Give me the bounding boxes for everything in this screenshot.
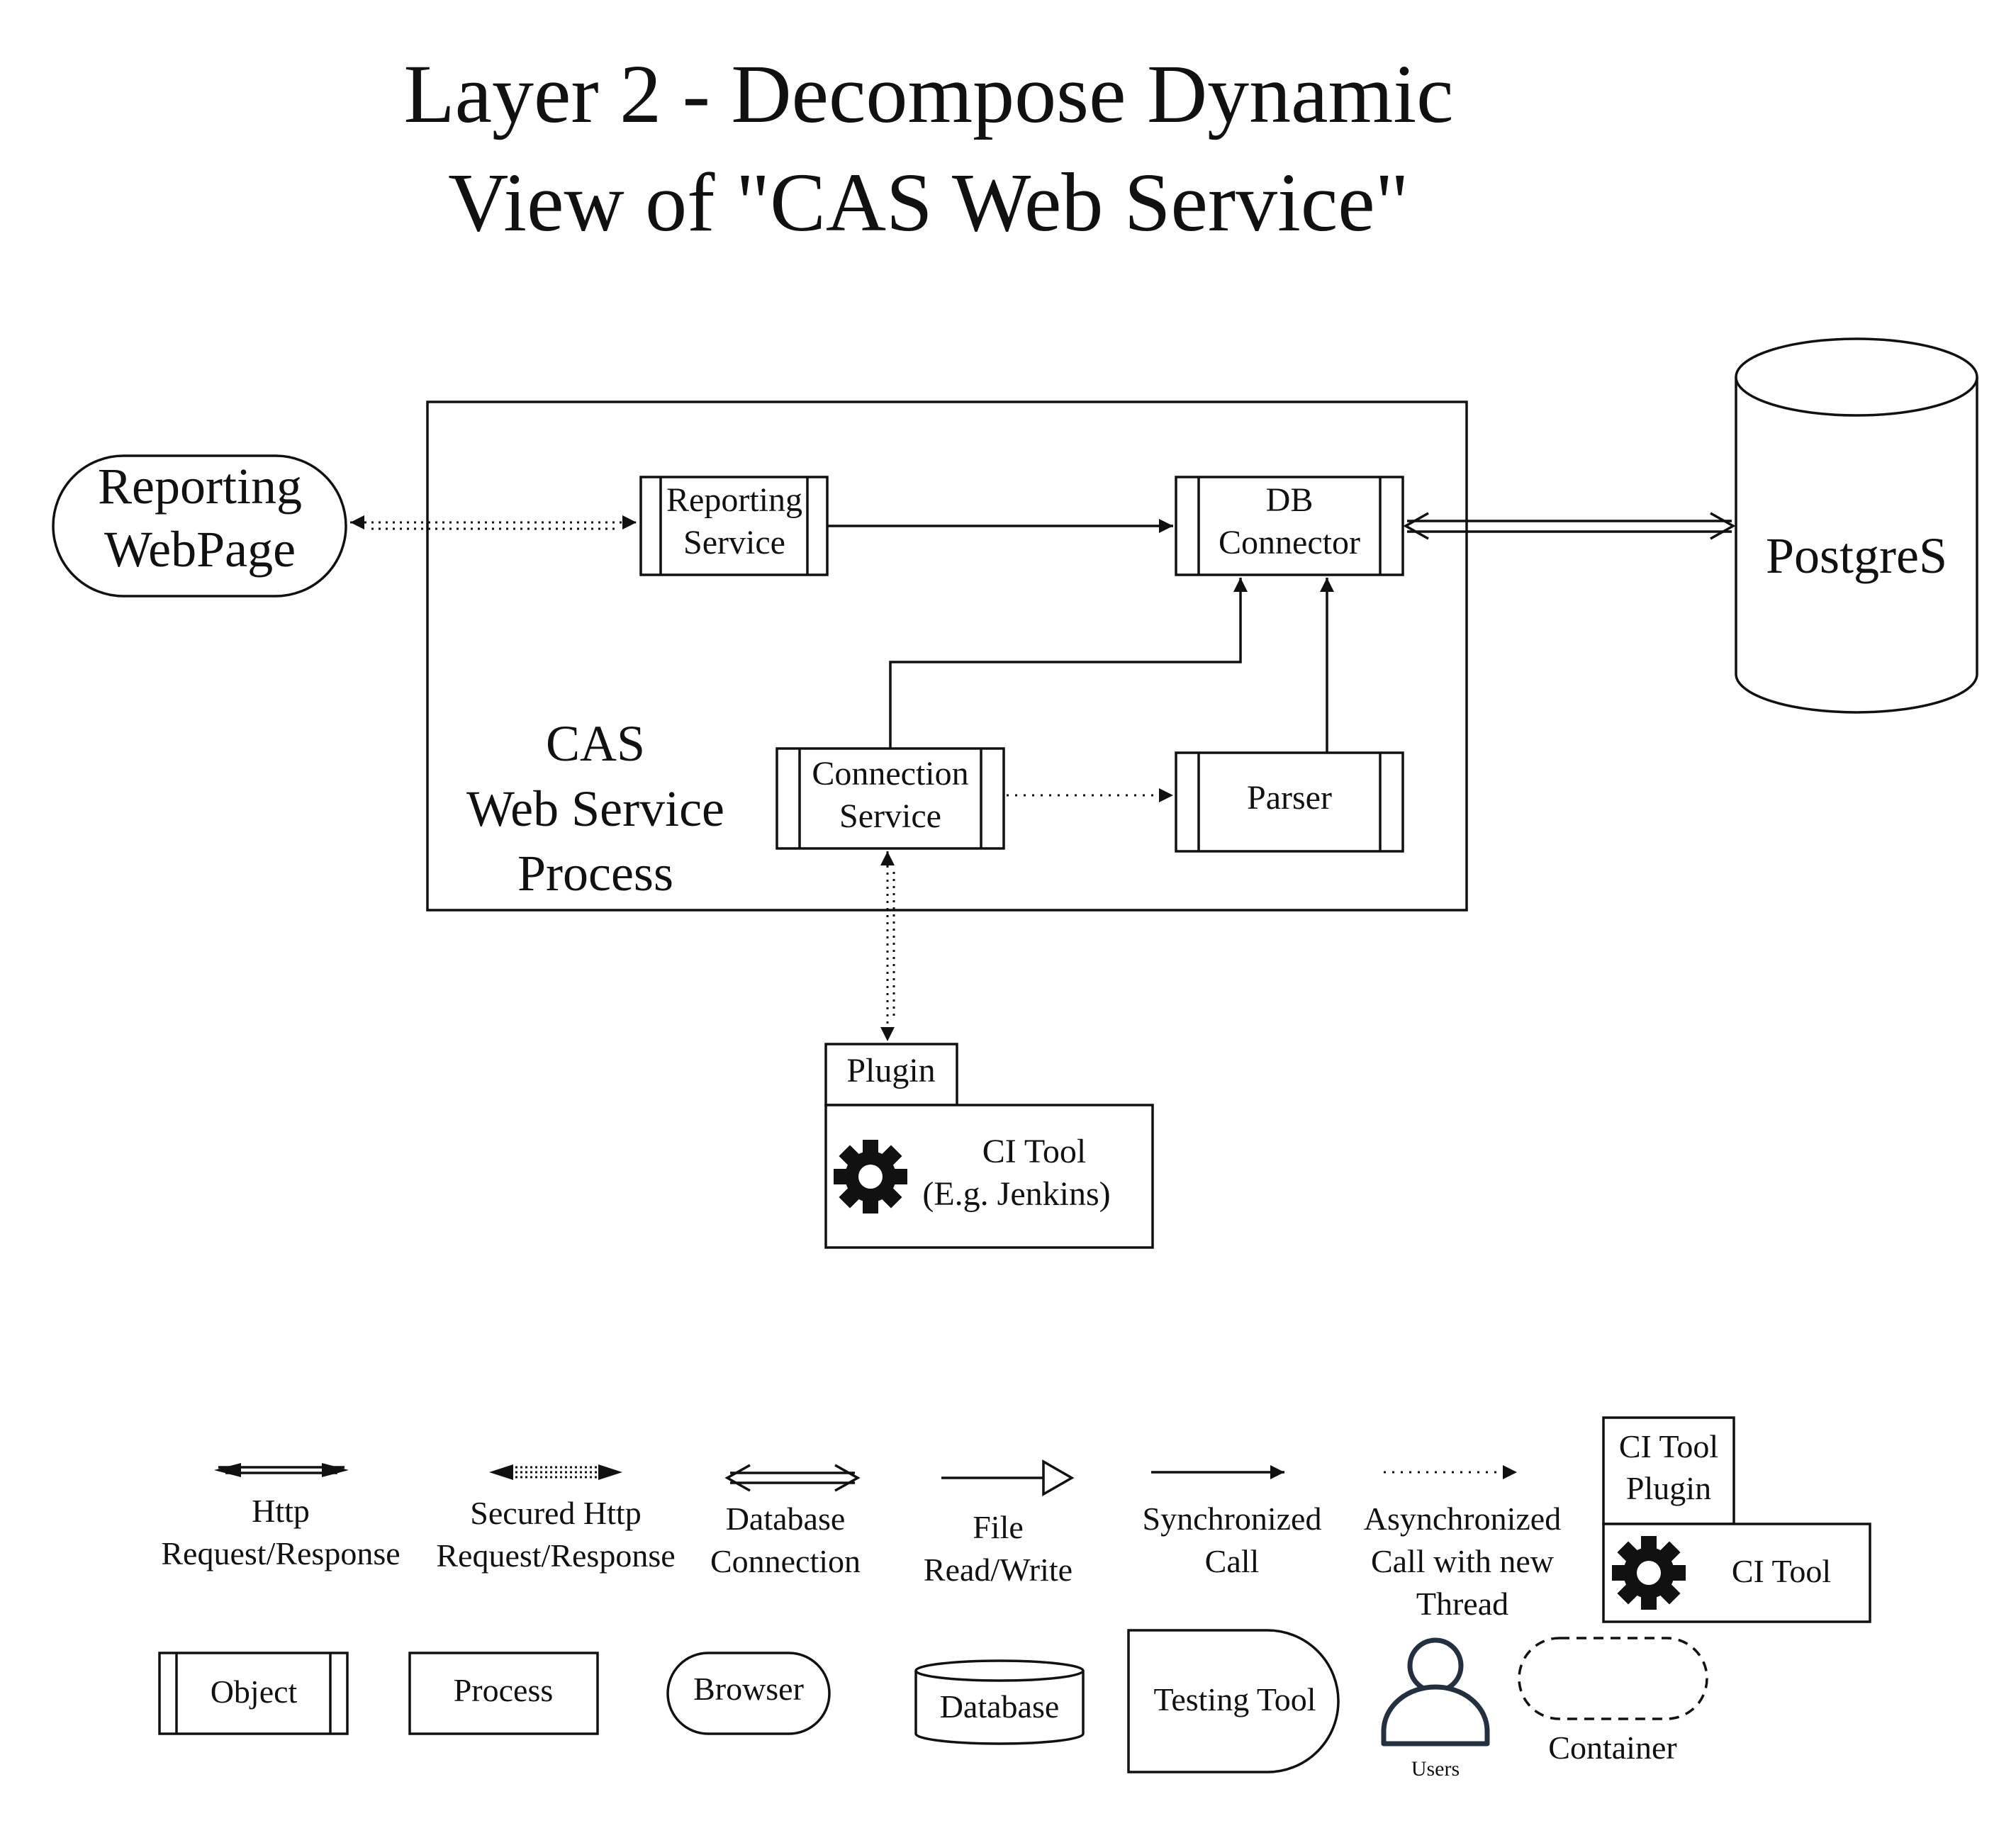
legend-process: Process (408, 1652, 599, 1735)
legend-plugin-tab (1602, 1416, 1735, 1525)
connection-service[interactable]: Connection Service (775, 747, 1005, 850)
file-rw-hollow-head (1042, 1459, 1075, 1497)
reporting-webpage-line-2: WebPage (104, 521, 296, 578)
object-shape (1175, 476, 1404, 576)
reporting-webpage[interactable]: Reporting WebPage (52, 454, 347, 598)
legend-http-line-2: Request/Response (161, 1535, 400, 1571)
legend-ci-tool-label: CI Tool (1732, 1553, 1831, 1589)
db-connector-line-1: DB (1266, 481, 1314, 519)
legend-users: Users (1381, 1637, 1490, 1781)
legend-db-connection-line-2: Connection (710, 1543, 861, 1579)
legend-async-call-line-2: Call with new (1371, 1543, 1555, 1579)
legend-sync-call-line-1: Synchronized (1143, 1501, 1322, 1537)
legend-http-line-1: Http (252, 1493, 310, 1529)
reporting-webpage-line-1: Reporting (98, 458, 302, 515)
connector-dbconnector-postgres[interactable] (1403, 512, 1736, 540)
legend-file-read-write: File Read/Write (924, 1459, 1075, 1588)
legend-users-label: Users (1411, 1757, 1460, 1781)
legend-file-rw-line-1: File (973, 1509, 1024, 1545)
legend-object-label: Object (211, 1674, 298, 1710)
legend-synchronized-call: Synchronized Call (1143, 1465, 1322, 1579)
gear-icon (834, 1140, 907, 1213)
legend-db-body (914, 1671, 1085, 1745)
legend-testing-tool-shape (1127, 1629, 1340, 1773)
legend-process-shape (408, 1652, 599, 1735)
reporting-service-line-1: Reporting (666, 481, 802, 519)
ci-tool-with-plugin[interactable]: Plugin CI Tool (E.g. Jenkins) (824, 1043, 1154, 1249)
container-label-line-3: Process (517, 845, 673, 902)
postgres-database[interactable]: PostgreS (1735, 337, 1978, 714)
legend-browser-label: Browser (693, 1671, 804, 1707)
legend-browser-shape (666, 1652, 831, 1735)
legend-ci-tool-plugin-line-1: CI Tool (1619, 1428, 1718, 1464)
http-arrow-left-head (214, 1463, 241, 1477)
reporting-service[interactable]: Reporting Service (639, 476, 829, 576)
legend-testing-tool-label: Testing Tool (1153, 1681, 1316, 1717)
connection-service-line-2: Service (839, 797, 941, 835)
db-conn-left-head (724, 1464, 751, 1492)
secured-http-left-head (489, 1464, 513, 1480)
legend-object-shape (158, 1652, 349, 1735)
ci-tool-line-2: (E.g. Jenkins) (922, 1175, 1110, 1213)
legend-browser: Browser (666, 1652, 831, 1735)
container-label-line-1: CAS (546, 715, 645, 772)
connector-webpage-reportingservice[interactable] (350, 515, 637, 530)
db-connector[interactable]: DB Connector (1175, 476, 1404, 576)
plugin-label: Plugin (846, 1052, 935, 1089)
object-shape (1175, 751, 1404, 853)
db-connector-line-2: Connector (1219, 524, 1360, 561)
legend-process-label: Process (454, 1672, 554, 1708)
ci-tool-line-1: CI Tool (982, 1133, 1086, 1170)
legend-asynchronized-call: Asynchronized Call with new Thread (1364, 1465, 1561, 1622)
legend-secured-http-line-2: Request/Response (436, 1537, 675, 1574)
object-shape (775, 747, 1005, 850)
legend-secured-http-line-1: Secured Http (470, 1495, 641, 1531)
legend-secured-http: Secured Http Request/Response (436, 1464, 676, 1574)
user-icon (1381, 1637, 1490, 1747)
parser-label: Parser (1247, 779, 1332, 817)
legend-database-connection: Database Connection (710, 1464, 861, 1579)
legend-database: Database (914, 1659, 1085, 1745)
parser[interactable]: Parser (1175, 751, 1404, 853)
cylinder-body (1735, 377, 1978, 714)
gear-icon (1612, 1536, 1686, 1610)
object-shape (639, 476, 829, 576)
legend-container-shape (1518, 1637, 1708, 1720)
legend: Http Request/Response Secured Http Reque… (158, 1416, 1871, 1781)
legend-testing-tool: Testing Tool (1127, 1629, 1340, 1773)
plugin-tab (824, 1043, 958, 1106)
legend-database-label: Database (940, 1688, 1060, 1725)
page-title: Layer 2 - Decompose Dynamic View of "CAS… (404, 47, 1454, 249)
legend-container-label: Container (1548, 1730, 1676, 1766)
connection-service-line-1: Connection (812, 755, 968, 792)
container-label-line-2: Web Service (466, 780, 724, 837)
browser-shape (52, 454, 347, 598)
legend-async-call-line-3: Thread (1416, 1586, 1508, 1622)
secured-http-right-head (598, 1464, 622, 1480)
postgres-label: PostgreS (1766, 527, 1947, 584)
legend-file-rw-line-2: Read/Write (924, 1552, 1073, 1588)
legend-ci-tool-plugin-line-2: Plugin (1626, 1470, 1711, 1506)
http-arrow-right-head (322, 1463, 349, 1477)
title-line-1: Layer 2 - Decompose Dynamic (404, 47, 1454, 140)
db-connection-left-head (1403, 512, 1429, 540)
legend-ci-tool: CI Tool Plugin CI Tool (1602, 1416, 1871, 1623)
reporting-service-line-2: Service (683, 524, 785, 561)
legend-container: Container (1518, 1637, 1708, 1766)
legend-http: Http Request/Response (161, 1463, 401, 1571)
connector-connectionservice-dbconnector[interactable] (889, 578, 1248, 749)
cylinder-top (1735, 337, 1978, 417)
legend-object: Object (158, 1652, 349, 1735)
db-connection-right-head (1710, 512, 1736, 540)
legend-sync-call-line-2: Call (1205, 1543, 1260, 1579)
legend-db-connection-line-1: Database (726, 1501, 846, 1537)
title-line-2: View of "CAS Web Service" (448, 156, 1409, 249)
legend-async-call-line-1: Asynchronized (1364, 1501, 1561, 1537)
legend-db-top (914, 1659, 1085, 1682)
db-conn-right-head (834, 1464, 861, 1492)
